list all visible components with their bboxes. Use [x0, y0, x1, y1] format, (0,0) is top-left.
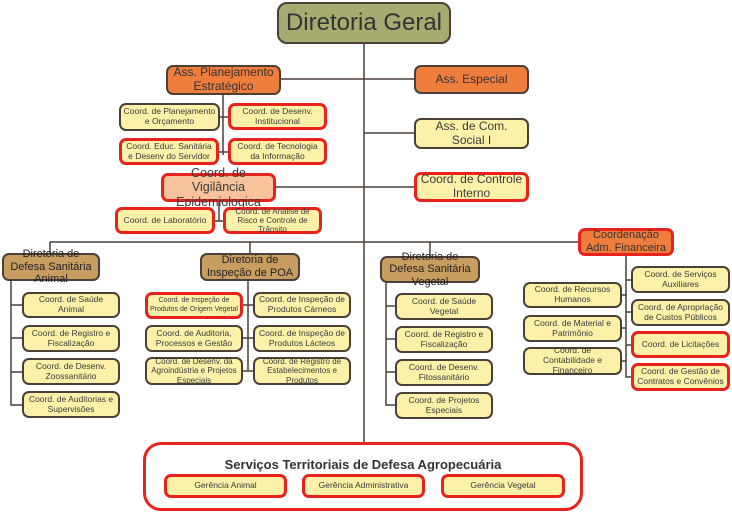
- ass-especial: Ass. Especial: [414, 65, 529, 94]
- coord-desenv-institucional: Coord. de Desenv. Institucional: [228, 103, 327, 130]
- coord-analise-risco: Coord. de Análise de Risco e Controle de…: [223, 207, 322, 234]
- coord-agroindustria: Coord. de Desenv. da Agroindústria e Pro…: [145, 357, 243, 385]
- gerencia-administrativa: Gerência Administrativa: [302, 474, 425, 498]
- coord-carneos: Coord. de Inspeção de Produtos Cárneos: [253, 292, 351, 318]
- coord-vigilancia: Coord. de Vigilância Epidemiologica: [161, 166, 276, 209]
- coord-auditorias: Coord. de Auditorias e Supervisões: [22, 391, 120, 418]
- coord-material: Coord. de Material e Patrimônio: [523, 315, 622, 342]
- coord-recursos-humanos: Coord. de Recursos Humanos: [523, 282, 622, 308]
- coord-fitossanitario: Coord. de Desenv. Fitossanitário: [395, 359, 493, 386]
- coord-adm-financeira: Coordenação Adm. Financeira: [578, 228, 674, 256]
- gerencia-animal: Gerência Animal: [164, 474, 287, 498]
- coord-registro-animal: Coord. de Registro e Fiscalização: [22, 325, 120, 352]
- coord-saude-animal: Coord. de Saúde Animal: [22, 292, 120, 318]
- coord-tecnologia: Coord. de Tecnologia da Informação: [228, 138, 327, 165]
- coord-origem-vegetal: Coord. de Inspeção de Produtos de Origem…: [145, 292, 243, 319]
- coord-planejamento: Coord. de Planejamento e Orçamento: [119, 103, 220, 131]
- coord-projetos-especiais: Coord. de Projetos Especiais: [395, 392, 493, 419]
- servicos-territoriais-title: Serviços Territoriais de Defesa Agropecu…: [224, 457, 502, 472]
- coord-auditoria-processos: Coord. de Auditoria, Processos e Gestão: [145, 325, 243, 352]
- coord-educ-sanitaria: Coord. Educ. Sanitária e Desenv do Servi…: [119, 138, 219, 165]
- ass-comunicacao: Ass. de Com. Social I: [414, 118, 529, 149]
- coord-zoossanitario: Coord. de Desenv. Zoossanitário: [22, 358, 120, 385]
- coord-lacteos: Coord. de Inspeção de Produtos Lácteos: [253, 325, 351, 352]
- coord-laboratorio: Coord. de Laboratório: [115, 207, 215, 234]
- diretoria-geral: Diretoria Geral: [277, 2, 451, 44]
- coord-registro-estabelecimentos: Coord. de Registro de Estabelecimentos e…: [253, 357, 351, 385]
- diretoria-animal: Diretoria de Defesa Sanitária Animal: [2, 248, 100, 285]
- diretoria-poa: Diretoria de Inspeção de POA: [200, 253, 300, 281]
- coord-registro-vegetal: Coord. de Registro e Fiscalização: [395, 326, 493, 353]
- coord-custos-publicos: Coord. de Apropriação de Custos Públicos: [631, 299, 730, 326]
- coord-licitacoes: Coord. de Licitações: [631, 331, 730, 358]
- coord-contabilidade: Coord. de Contabilidade e Financeiro: [523, 345, 622, 375]
- coord-controle-interno: Coord. de Controle Interno: [414, 172, 529, 202]
- coord-contratos: Coord. de Gestão de Contratos e Convênio…: [631, 363, 730, 391]
- gerencia-vegetal: Gerência Vegetal: [441, 474, 565, 498]
- coord-servicos-auxiliares: Coord. de Serviços Auxiliares: [631, 266, 730, 293]
- ass-planejamento: Ass. Planejamento Estratégico: [166, 65, 281, 95]
- coord-saude-vegetal: Coord. de Saúde Vegetal: [395, 293, 493, 320]
- diretoria-vegetal: Diretoria de Defesa Sanitária Vegetal: [380, 251, 480, 288]
